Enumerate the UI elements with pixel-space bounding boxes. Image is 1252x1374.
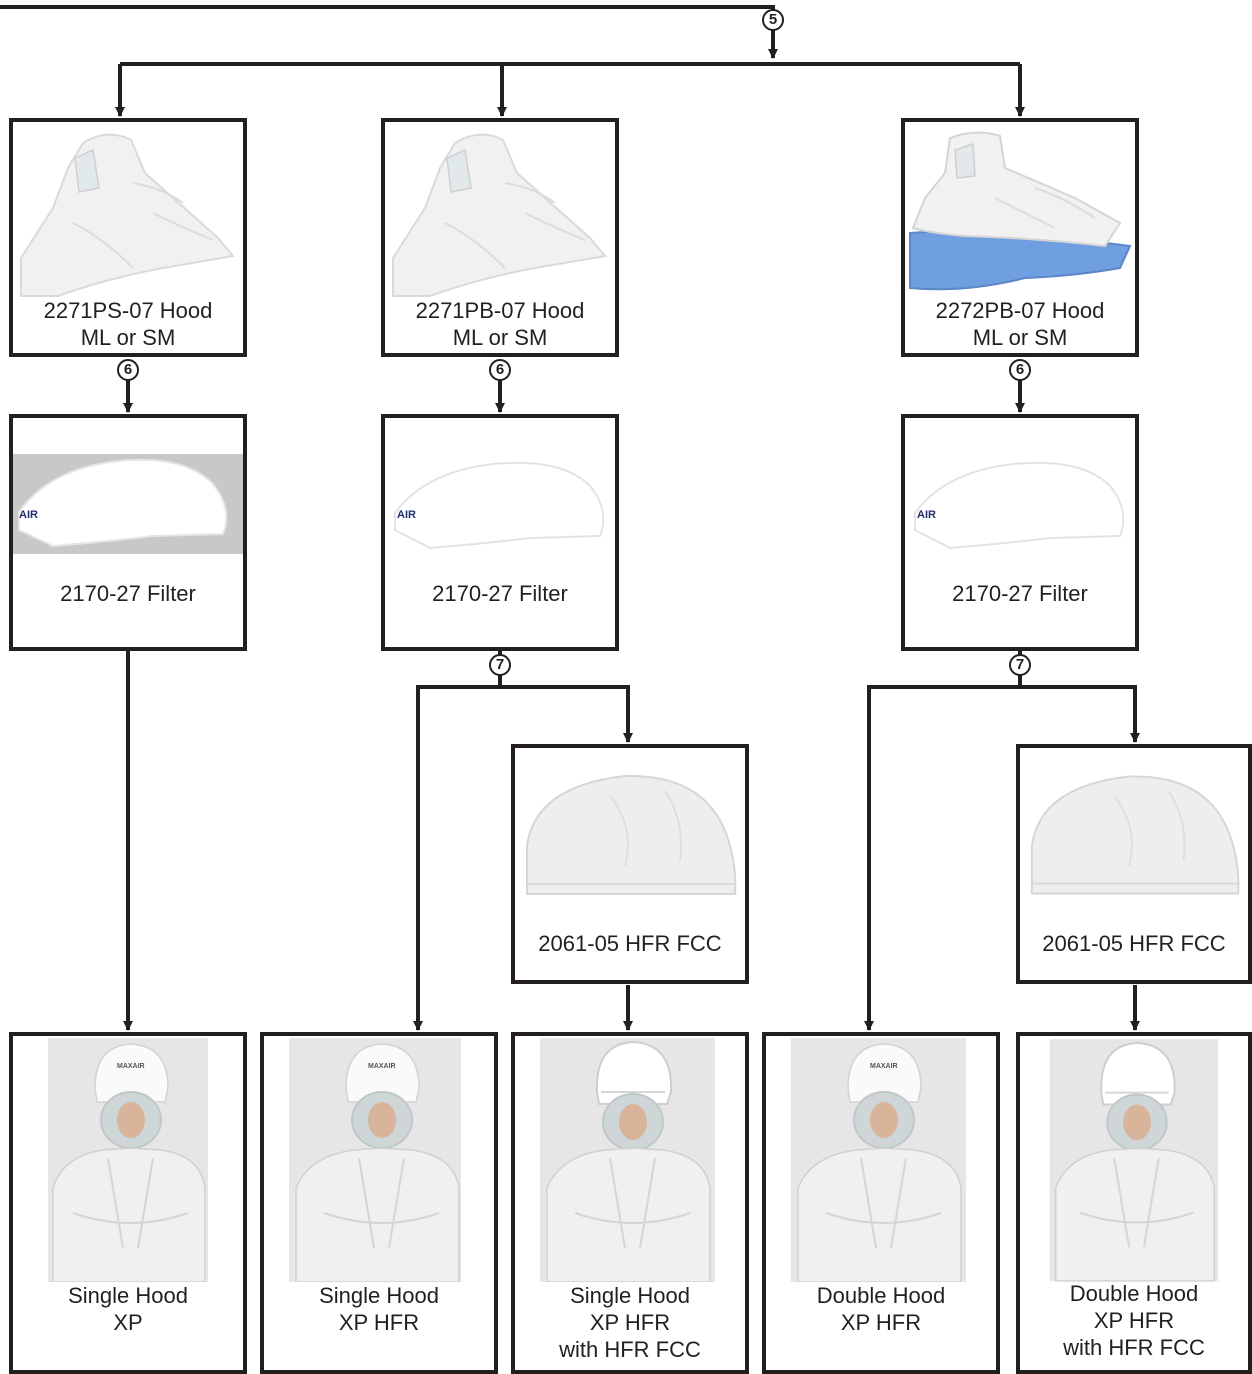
filter-brand-mark: AIR bbox=[397, 509, 416, 521]
filter-label: 2170-27 Filter bbox=[952, 581, 1088, 606]
filter-brand-mark: AIR bbox=[917, 509, 936, 521]
config-line-2: XP HFR bbox=[1093, 1308, 1175, 1333]
hood-box-2271pb: 2271PB-07 Hood ML or SM bbox=[381, 118, 619, 357]
config-line-3: with HFR FCC bbox=[1063, 1335, 1205, 1360]
filter-illustration: AIR bbox=[914, 461, 1125, 550]
cover-label: 2061-05 HFR FCC bbox=[1042, 931, 1226, 956]
config-line-1: Single Hood bbox=[570, 1283, 690, 1308]
config-box-single-xp: MAXAIR Single Hood XP bbox=[9, 1032, 247, 1374]
filter-box: AIR 2170-27 Filter bbox=[381, 414, 619, 651]
hood-illustration bbox=[20, 133, 235, 297]
hood-illustration bbox=[392, 133, 607, 297]
config-line-3: with HFR FCC bbox=[559, 1337, 701, 1362]
hood-size-label: ML or SM bbox=[972, 325, 1068, 350]
config-line-2: XP HFR bbox=[338, 1310, 420, 1335]
config-line-1: Single Hood bbox=[68, 1283, 188, 1308]
config-box-double-xp-hfr: MAXAIR Double Hood XP HFR bbox=[762, 1032, 1000, 1374]
config-line-2: XP HFR bbox=[589, 1310, 671, 1335]
config-box-double-xp-hfr-fcc: Double Hood XP HFR with HFR FCC bbox=[1016, 1032, 1252, 1374]
filter-box: AIR 2170-27 Filter bbox=[9, 414, 247, 651]
filter-illustration: AIR bbox=[13, 454, 243, 554]
double-hood-illustration bbox=[909, 131, 1132, 291]
cover-box: 2061-05 HFR FCC bbox=[511, 744, 749, 984]
config-line-2: XP bbox=[113, 1310, 143, 1335]
hood-part-label: 2272PB-07 Hood bbox=[935, 298, 1105, 323]
step-badge-7: 7 bbox=[489, 654, 511, 676]
hood-part-label: 2271PS-07 Hood bbox=[43, 298, 213, 323]
mannequin-photo: MAXAIR bbox=[48, 1038, 208, 1282]
filter-label: 2170-27 Filter bbox=[432, 581, 568, 606]
step-badge-7: 7 bbox=[1009, 654, 1031, 676]
step-badge-6: 6 bbox=[489, 359, 511, 381]
filter-illustration: AIR bbox=[394, 461, 605, 550]
filter-brand-mark: AIR bbox=[19, 509, 38, 521]
helmet-cover-illustration bbox=[526, 774, 737, 895]
step-badge-6: 6 bbox=[1009, 359, 1031, 381]
mannequin-photo bbox=[540, 1038, 715, 1282]
step-badge-5: 5 bbox=[762, 9, 784, 31]
hood-logo: MAXAIR bbox=[117, 1063, 145, 1070]
cover-box: 2061-05 HFR FCC bbox=[1016, 744, 1252, 984]
config-box-single-xp-hfr: MAXAIR Single Hood XP HFR bbox=[260, 1032, 498, 1374]
step-badge-6: 6 bbox=[117, 359, 139, 381]
mannequin-photo bbox=[1049, 1039, 1219, 1282]
config-line-1: Single Hood bbox=[319, 1283, 439, 1308]
helmet-cover-illustration bbox=[1030, 775, 1240, 895]
mannequin-photo: MAXAIR bbox=[791, 1038, 966, 1282]
feed-line bbox=[0, 5, 775, 33]
config-box-single-xp-hfr-fcc: Single Hood XP HFR with HFR FCC bbox=[511, 1032, 749, 1374]
hood-logo: MAXAIR bbox=[368, 1063, 396, 1070]
config-line-1: Double Hood bbox=[1069, 1281, 1199, 1306]
hood-box-2271ps: 2271PS-07 Hood ML or SM bbox=[9, 118, 247, 357]
hood-box-2272pb: 2272PB-07 Hood ML or SM bbox=[901, 118, 1139, 357]
filter-box: AIR 2170-27 Filter bbox=[901, 414, 1139, 651]
hood-size-label: ML or SM bbox=[80, 325, 176, 350]
mannequin-photo: MAXAIR bbox=[289, 1038, 461, 1282]
filter-label: 2170-27 Filter bbox=[60, 581, 196, 606]
hood-part-label: 2271PB-07 Hood bbox=[415, 298, 585, 323]
config-line-1: Double Hood bbox=[816, 1283, 946, 1308]
config-line-2: XP HFR bbox=[840, 1310, 922, 1335]
cover-label: 2061-05 HFR FCC bbox=[538, 931, 722, 956]
hood-size-label: ML or SM bbox=[452, 325, 548, 350]
hood-logo: MAXAIR bbox=[870, 1063, 898, 1070]
